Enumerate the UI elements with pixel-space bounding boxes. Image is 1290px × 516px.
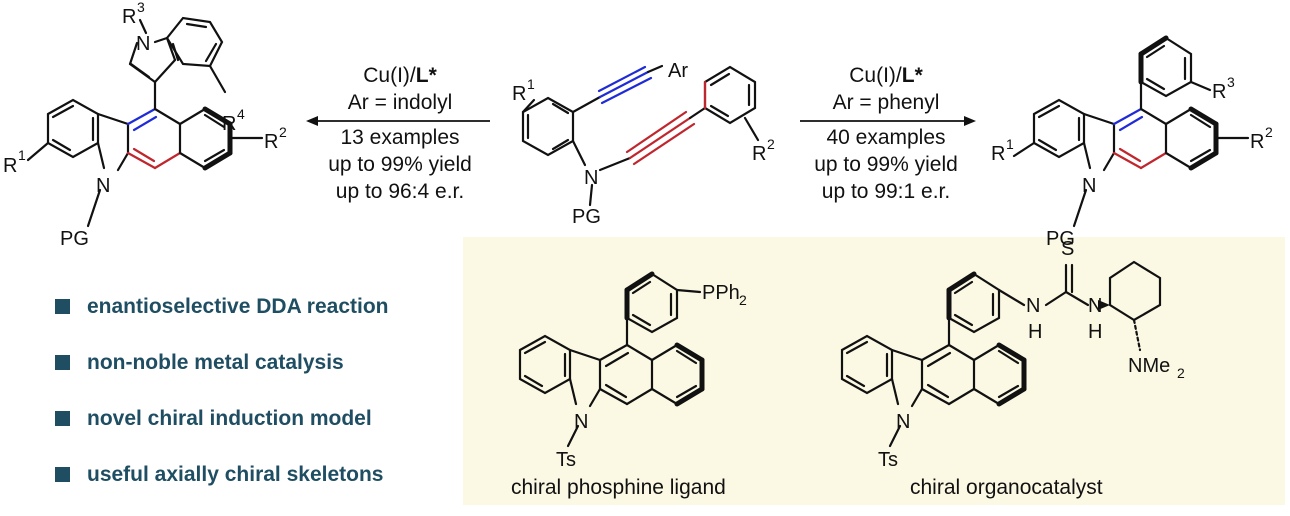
left-r1: R xyxy=(3,155,17,177)
ligand-pph2-sub: 2 xyxy=(739,292,747,308)
phosphine-ligand-labels: N Ts PPh 2 xyxy=(556,282,747,471)
feature-item: enantioselective DDA reaction xyxy=(55,292,389,321)
right-r1-sup: 1 xyxy=(1006,136,1014,152)
organo-nme2: NMe xyxy=(1128,355,1170,377)
right-n-atom: N xyxy=(1082,175,1096,197)
organo-n-atom: N xyxy=(896,411,910,433)
bullet-square-icon xyxy=(55,411,70,426)
right-r1: R xyxy=(991,143,1005,165)
left-pg: PG xyxy=(60,228,89,250)
cyclohexane-ring xyxy=(1108,260,1162,322)
right-r2: R xyxy=(1250,131,1264,153)
feature-item: novel chiral induction model xyxy=(55,404,389,433)
right-product-labels: N PG R 1 R 2 R 3 xyxy=(991,74,1273,250)
feature-text: useful axially chiral skeletons xyxy=(87,462,384,486)
organo-h-right: H xyxy=(1088,321,1102,343)
left-product-labels: N PG R 1 R 2 N R 3 R 4 xyxy=(3,0,287,250)
feature-list: enantioselective DDA reaction non-noble … xyxy=(55,292,389,516)
left-catalyst: Cu(I)/ xyxy=(363,64,416,87)
bullet-square-icon xyxy=(55,299,70,314)
left-examples: 13 examples xyxy=(340,126,460,149)
left-product xyxy=(26,16,264,228)
left-r3: R xyxy=(122,6,136,28)
sm-pg: PG xyxy=(572,206,601,228)
right-er: up to 99:1 e.r. xyxy=(821,180,951,203)
left-r2-sup: 2 xyxy=(279,124,287,140)
right-conditions: Cu(I)/L* Ar = phenyl 40 examples up to 9… xyxy=(796,62,976,205)
right-r3-sup: 3 xyxy=(1227,74,1235,90)
starting-material-labels: Ar R 1 N PG R 2 xyxy=(512,60,775,228)
sm-phenyl-ring xyxy=(703,65,757,125)
sm-r1-sup: 1 xyxy=(527,76,535,92)
organocatalyst xyxy=(840,260,1162,448)
right-yield: up to 99% yield xyxy=(814,153,958,176)
feature-item: useful axially chiral skeletons xyxy=(55,460,389,489)
organocatalyst-caption: chiral organocatalyst xyxy=(910,476,1103,499)
organo-nh-right: N xyxy=(1088,295,1102,317)
right-arrow xyxy=(800,116,976,126)
left-r2: R xyxy=(264,131,278,153)
sm-n-atom: N xyxy=(584,167,598,189)
bullet-square-icon xyxy=(55,467,70,482)
right-examples: 40 examples xyxy=(826,126,946,149)
left-n-atom: N xyxy=(96,175,110,197)
sm-ar: Ar xyxy=(668,60,688,82)
left-yield: up to 99% yield xyxy=(328,153,472,176)
starting-material xyxy=(521,64,760,207)
left-ar: Ar = indolyl xyxy=(347,91,453,114)
ligand-pph2: PPh xyxy=(702,282,740,304)
right-ar: Ar = phenyl xyxy=(832,91,940,114)
left-benzo-ring xyxy=(46,98,100,159)
ligand-caption: chiral phosphine ligand xyxy=(511,476,726,499)
sm-aryl-ring xyxy=(521,96,575,157)
right-pg: PG xyxy=(1046,228,1075,250)
left-r1-sup: 1 xyxy=(18,147,26,163)
right-benzo-ring xyxy=(1032,98,1086,159)
organo-ts: Ts xyxy=(878,449,898,471)
feature-text: enantioselective DDA reaction xyxy=(87,294,389,318)
feature-text: non-noble metal catalysis xyxy=(87,350,344,374)
right-product xyxy=(1012,35,1250,228)
organo-h-left: H xyxy=(1028,321,1042,343)
wedge-bond xyxy=(1098,300,1110,310)
right-r3: R xyxy=(1212,81,1226,103)
right-ligand: L* xyxy=(901,64,923,87)
right-r2-sup: 2 xyxy=(1265,124,1273,140)
organo-nh-left: N xyxy=(1026,295,1040,317)
sm-r1: R xyxy=(512,83,526,105)
organo-nme2-sub: 2 xyxy=(1177,365,1185,381)
left-r3-sup: 3 xyxy=(137,0,145,15)
left-er: up to 96:4 e.r. xyxy=(335,180,465,203)
left-arrow xyxy=(306,116,490,126)
indole-n-atom: N xyxy=(136,33,150,55)
left-r4: R xyxy=(222,113,236,135)
sm-r2: R xyxy=(752,143,766,165)
feature-item: non-noble metal catalysis xyxy=(55,348,389,377)
ligand-ts: Ts xyxy=(556,449,576,471)
ligand-n-atom: N xyxy=(574,411,588,433)
left-conditions: Cu(I)/L* Ar = indolyl 13 examples up to … xyxy=(310,62,490,205)
feature-text: novel chiral induction model xyxy=(87,406,372,430)
organo-s-atom: S xyxy=(1061,238,1074,260)
bullet-square-icon xyxy=(55,355,70,370)
sm-r2-sup: 2 xyxy=(767,136,775,152)
indole-benzo-ring xyxy=(165,16,224,68)
phosphine-ligand xyxy=(518,271,705,448)
right-catalyst: Cu(I)/ xyxy=(849,64,902,87)
left-ligand: L* xyxy=(415,64,437,87)
left-r4-sup: 4 xyxy=(237,106,245,122)
organocatalyst-labels: N Ts S N H N H NMe 2 xyxy=(878,238,1185,471)
